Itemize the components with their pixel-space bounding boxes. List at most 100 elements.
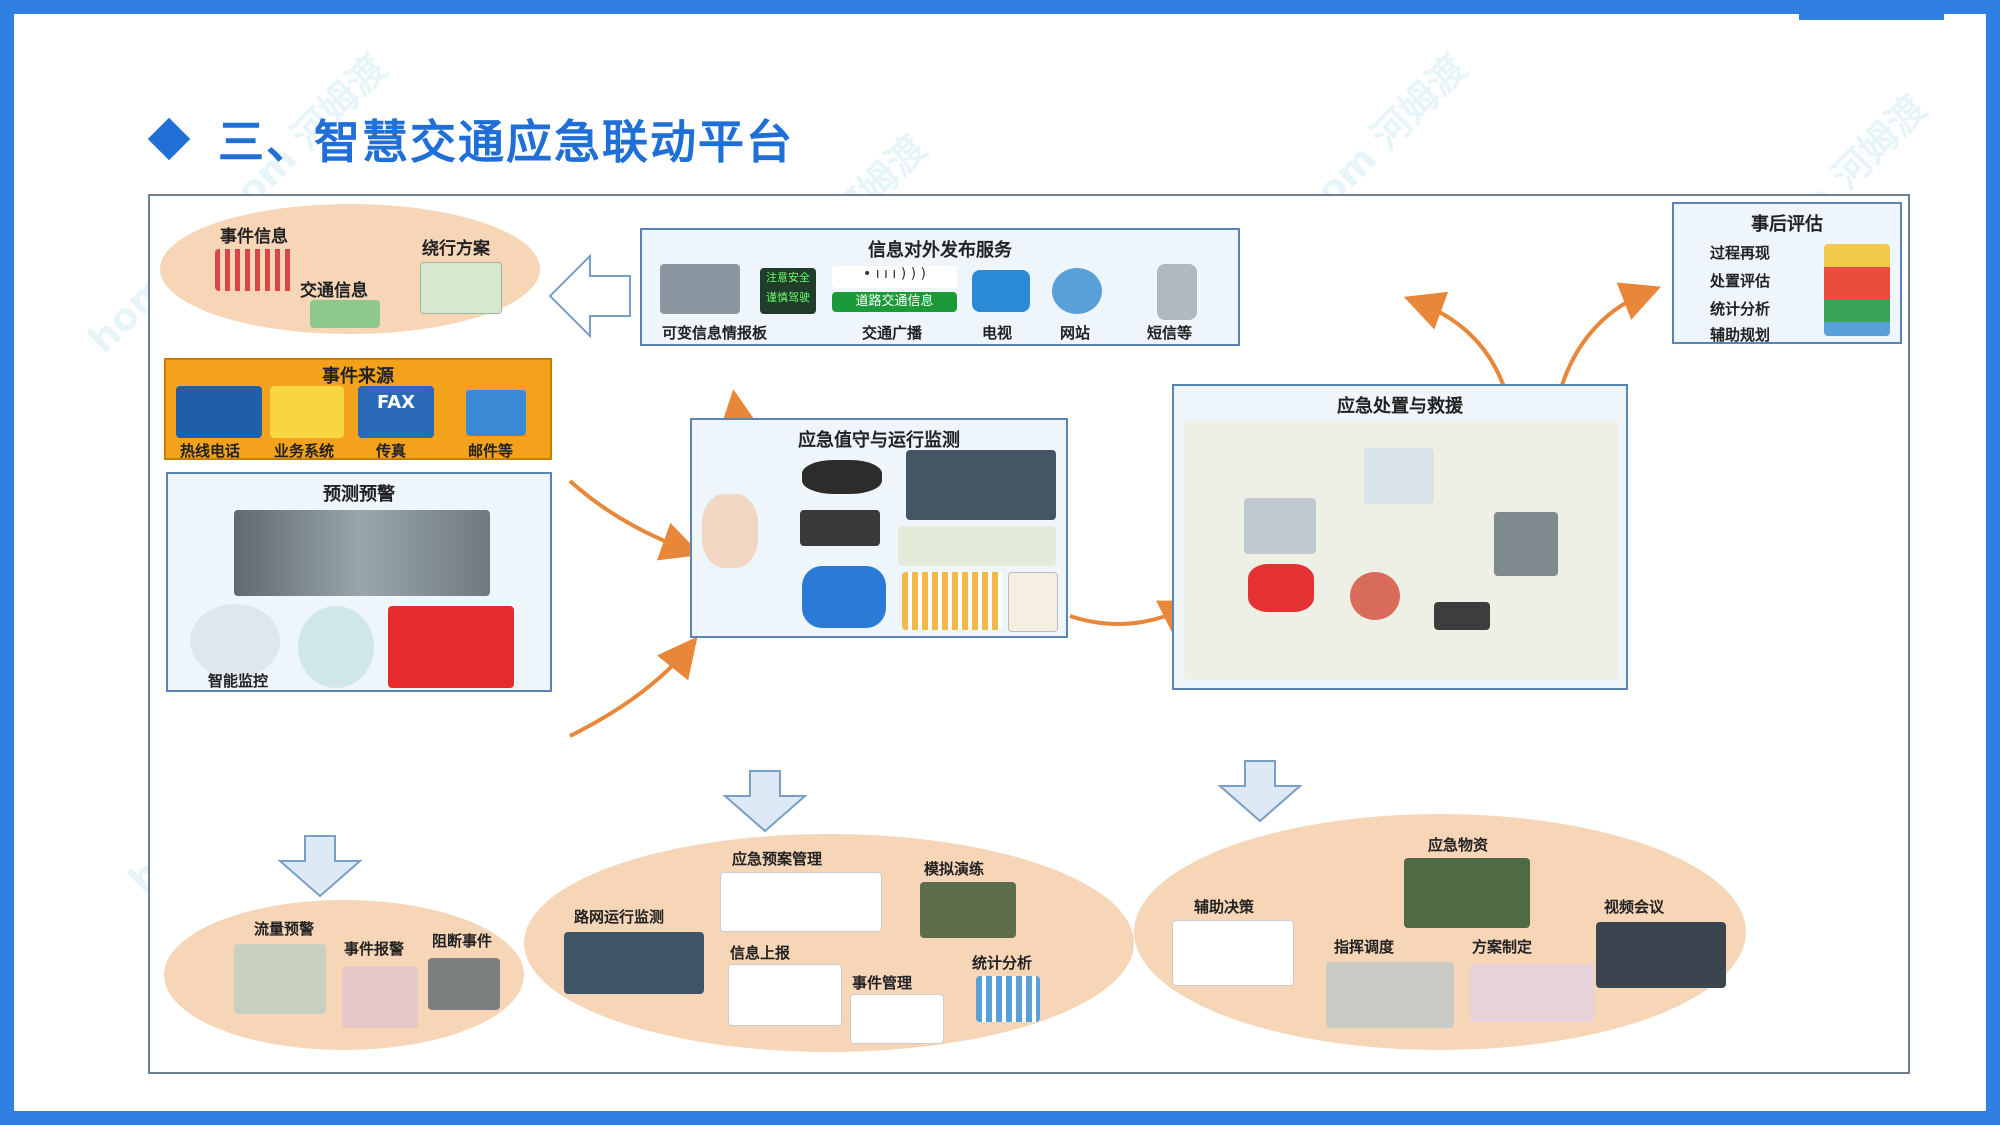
alarm-map-icon [342, 966, 418, 1028]
label-business: 业务系统 [274, 442, 335, 460]
gauge-icon [298, 606, 374, 688]
forecast-warning-box: 预测预警 智能监控 [166, 472, 552, 692]
label-replay: 过程再现 [1710, 244, 1771, 262]
police-icon [1364, 448, 1434, 504]
label-traffic-info: 交通信息 [300, 281, 368, 301]
phone-sms-icon [1157, 264, 1197, 320]
chart-thumb-icon [902, 572, 1002, 630]
label-event-management: 事件管理 [852, 974, 913, 992]
label-plan-management: 应急预案管理 [732, 850, 823, 868]
network-monitor-icon [564, 932, 704, 994]
fax-icon: FAX [358, 386, 434, 438]
label-fax: 传真 [376, 442, 407, 460]
hollow-arrow-down-2 [722, 770, 808, 833]
label-statistics: 统计分析 [972, 954, 1033, 972]
flow-map-icon [234, 944, 326, 1014]
page-title: 三、智慧交通应急联动平台 [218, 115, 794, 169]
slide: homedo.com 河姆渡 homedo.com 河姆渡 homedo.com… [14, 14, 1986, 1111]
vms-photo-icon [660, 264, 740, 314]
top-accent-bar [1799, 14, 1944, 20]
ellipse-event-info: 事件信息 交通信息 绕行方案 [160, 204, 540, 334]
label-stats: 统计分析 [1710, 300, 1771, 318]
control-room-photo-icon [906, 450, 1056, 520]
map-thumb-icon [310, 300, 380, 328]
blocking-photo-icon [428, 958, 500, 1010]
report-table-icon [728, 964, 842, 1026]
label-sms: 短信等 [1147, 324, 1193, 342]
arrow-source-to-monitor [568, 479, 702, 561]
telephone-icon [802, 566, 886, 628]
label-flow-warning: 流量预警 [254, 920, 315, 938]
fire-rescue-icon [1248, 564, 1314, 612]
hollow-arrow-down-3 [1217, 760, 1303, 823]
ambulance-photo-icon [1244, 498, 1316, 554]
traffic-banner-icon: 道路交通信息 [832, 292, 957, 312]
drill-photo-icon [920, 882, 1016, 938]
publish-service-box: 信息对外发布服务 注意安全 谨慎驾驶 • ı ı ı ) ) ) 道路交通信息 … [640, 228, 1240, 346]
tv-icon [972, 270, 1030, 312]
source-title: 事件来源 [322, 366, 394, 387]
hotline-phone-icon [176, 386, 262, 438]
operator-avatar-icon [702, 494, 758, 568]
medic-icon [1350, 572, 1400, 620]
event-source-box: 事件来源 FAX 热线电话 业务系统 传真 邮件等 [164, 358, 552, 460]
magnifier-monitor-icon [190, 604, 280, 678]
label-website: 网站 [1060, 324, 1091, 342]
hollow-arrow-down-1 [277, 835, 363, 898]
radio-wave-icon: • ı ı ı ) ) ) [832, 266, 957, 288]
radio-handset-icon [800, 510, 880, 546]
label-smart-monitor: 智能监控 [208, 672, 269, 690]
label-decision-support: 辅助决策 [1194, 898, 1255, 916]
ellipse-flow-warning: 流量预警 事件报警 阻断事件 [164, 900, 524, 1050]
evaluation-title: 事后评估 [1751, 214, 1823, 235]
label-mail: 邮件等 [468, 442, 514, 460]
mail-icon [466, 390, 526, 436]
bar-chart-icon [215, 249, 295, 291]
dispatch-map-icon [1326, 962, 1454, 1028]
ellipse-emergency-resources: 应急物资 辅助决策 视频会议 指挥调度 方案制定 [1134, 814, 1746, 1050]
forecast-title: 预测预警 [323, 484, 395, 505]
mobile-device-icon [802, 460, 882, 494]
decision-chart-icon [1172, 920, 1294, 986]
label-radio: 交通广播 [862, 324, 923, 342]
label-tv: 电视 [982, 324, 1013, 342]
event-list-icon [850, 994, 944, 1044]
video-conference-icon [1596, 922, 1726, 988]
website-globe-icon [1052, 268, 1102, 314]
diagram-frame: 事件信息 交通信息 绕行方案 信息对外发布服务 注意安全 谨慎驾驶 • ı ı … [148, 194, 1910, 1074]
label-assess: 处置评估 [1710, 272, 1771, 290]
label-blocking-event: 阻断事件 [432, 932, 493, 950]
business-system-icon [270, 386, 344, 438]
hollow-arrow-left [548, 253, 631, 339]
label-event-alarm: 事件报警 [344, 940, 405, 958]
stats-chart-icon [976, 976, 1040, 1022]
duty-monitor-box: 应急值守与运行监测 [690, 418, 1068, 638]
rescue-title: 应急处置与救援 [1337, 396, 1463, 417]
vms-screen-icon: 注意安全 谨慎驾驶 [760, 268, 816, 314]
plan-map-icon [1470, 964, 1594, 1022]
label-info-report: 信息上报 [730, 944, 791, 962]
label-plan-formulation: 方案制定 [1472, 938, 1533, 956]
ellipse-emergency-plan: 应急预案管理 模拟演练 路网运行监测 信息上报 事件管理 统计分析 [524, 834, 1134, 1052]
label-video-conference: 视频会议 [1604, 898, 1665, 916]
incident-photo-icon [1494, 512, 1558, 576]
monitor-title: 应急值守与运行监测 [798, 430, 960, 451]
publish-title: 信息对外发布服务 [868, 240, 1012, 261]
evaluation-box: 事后评估 过程再现 处置评估 统计分析 辅助规划 [1672, 202, 1902, 344]
supplies-photo-icon [1404, 858, 1530, 928]
label-vms: 可变信息情报板 [662, 324, 768, 342]
clipboard-icon [1008, 572, 1058, 632]
label-hotline: 热线电话 [180, 442, 241, 460]
label-detour-plan: 绕行方案 [422, 239, 490, 259]
diamond-bullet-icon [147, 117, 191, 161]
highway-photo-icon [234, 510, 490, 596]
title-row: 三、智慧交通应急联动平台 [147, 106, 794, 172]
label-command-dispatch: 指挥调度 [1334, 938, 1395, 956]
plan-doc-icon [720, 872, 882, 932]
route-map-icon [420, 262, 502, 314]
label-simulation: 模拟演练 [924, 860, 985, 878]
tow-vehicle-icon [1434, 602, 1490, 630]
label-event-info: 事件信息 [220, 227, 288, 247]
label-plan: 辅助规划 [1710, 326, 1771, 344]
label-network-monitor: 路网运行监测 [574, 908, 665, 926]
